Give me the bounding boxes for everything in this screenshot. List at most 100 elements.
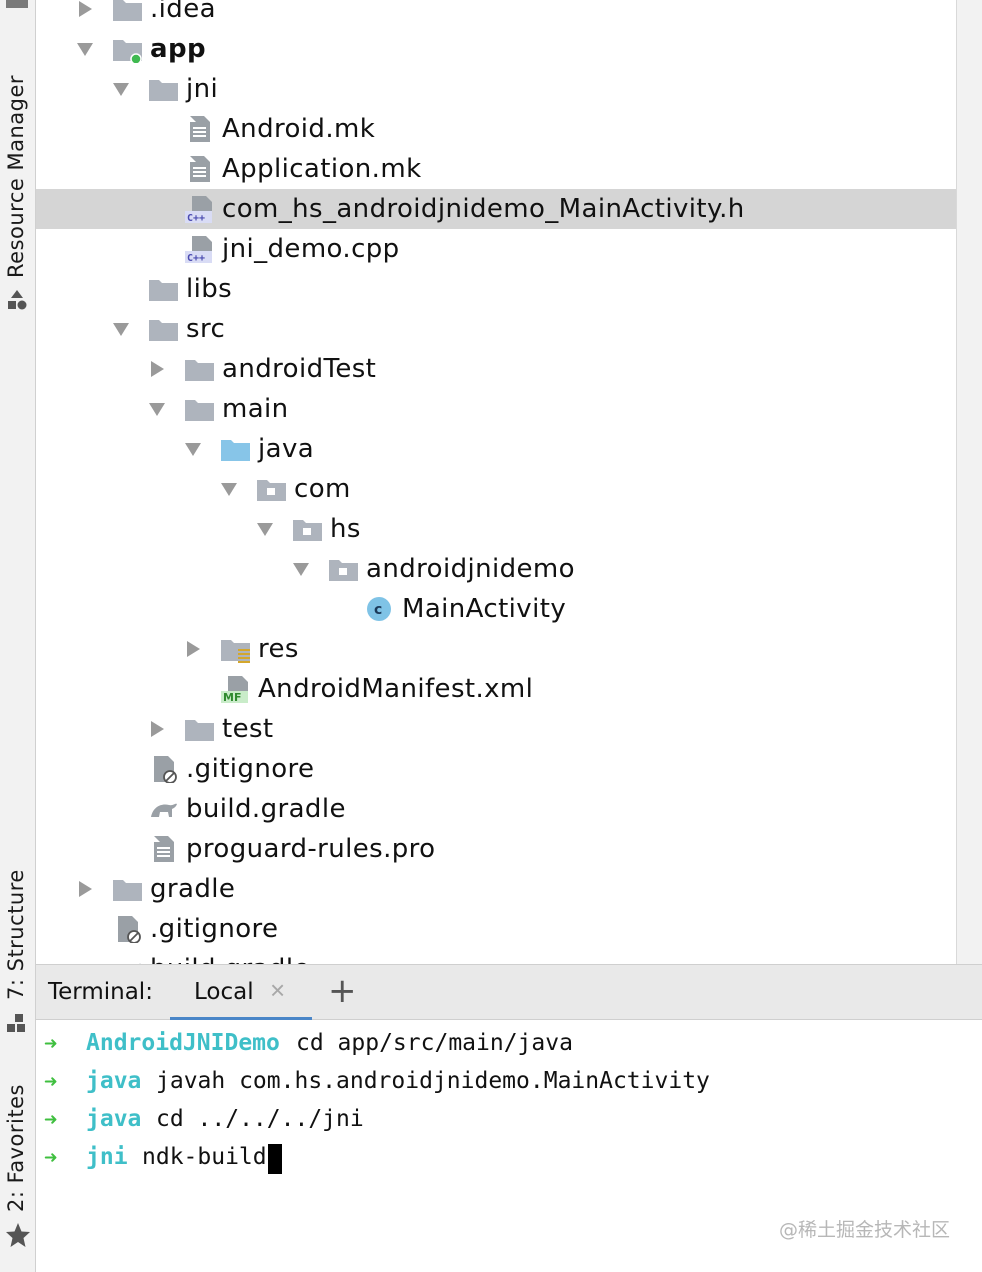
prompt-arrow-icon: ➜ <box>44 1108 58 1133</box>
chevron-down-icon[interactable] <box>184 440 202 458</box>
terminal-output[interactable]: ➜ AndroidJNIDemo cd app/src/main/java ➜ … <box>36 1020 982 1272</box>
chevron-right-icon[interactable] <box>76 0 94 18</box>
tree-row[interactable]: test <box>36 709 957 749</box>
package-icon <box>257 480 286 501</box>
tree-row[interactable]: res <box>36 629 957 669</box>
folder-icon <box>185 400 214 421</box>
tree-row[interactable]: jni <box>36 69 957 109</box>
tree-row-label: build.gradle <box>186 794 346 824</box>
text-file-icon <box>190 116 210 142</box>
tree-row[interactable]: src <box>36 309 957 349</box>
svg-text:c: c <box>374 602 382 618</box>
chevron-right-icon[interactable] <box>184 640 202 658</box>
prompt-directory: AndroidJNIDemo <box>86 1030 280 1056</box>
tree-row[interactable]: gradle <box>36 869 957 909</box>
tool-window-handle[interactable] <box>6 0 28 8</box>
chevron-down-icon[interactable] <box>220 480 238 498</box>
svg-text:C++: C++ <box>187 253 205 263</box>
prompt-directory: jni <box>86 1144 128 1170</box>
ignore-file-icon <box>154 756 177 783</box>
watermark: @稀土掘金技术社区 <box>778 1219 950 1241</box>
chevron-down-icon[interactable] <box>112 320 130 338</box>
tree-row-label: gradle <box>150 874 236 904</box>
prompt-directory: java <box>86 1106 142 1132</box>
resource-folder-icon <box>221 640 250 663</box>
tree-row[interactable]: androidjnidemo <box>36 549 957 589</box>
tree-row[interactable]: .gitignore <box>36 749 957 789</box>
tree-row[interactable]: build.gradle <box>36 789 957 829</box>
tree-row[interactable]: Application.mk <box>36 149 957 189</box>
manifest-icon: MF <box>221 676 248 703</box>
chevron-down-icon[interactable] <box>256 520 274 538</box>
text-file-icon <box>190 156 210 182</box>
tree-row-label: .idea <box>150 0 216 24</box>
tree-row-label: proguard-rules.pro <box>186 834 436 864</box>
chevron-down-icon[interactable] <box>148 400 166 418</box>
active-tab-indicator <box>170 1017 312 1022</box>
tree-row-label: src <box>186 314 226 344</box>
tree-row-label: com_hs_androidjnidemo_MainActivity.h <box>222 194 745 224</box>
chevron-right-icon[interactable] <box>148 360 166 378</box>
tree-row-label: libs <box>186 274 233 304</box>
package-icon <box>293 520 322 541</box>
tree-row-label: androidjnidemo <box>366 554 575 584</box>
prompt-arrow-icon: ➜ <box>44 1146 58 1171</box>
tab-local[interactable]: Local × <box>170 965 312 1022</box>
terminal-header: Terminal: Local × + <box>36 964 982 1022</box>
tree-row[interactable]: app <box>36 29 957 69</box>
tree-row[interactable]: .gitignore <box>36 909 957 949</box>
tree-row[interactable]: C++ com_hs_androidjnidemo_MainActivity.h <box>36 189 957 229</box>
tree-row-label: jni <box>186 74 219 104</box>
module-folder-icon <box>113 40 142 63</box>
folder-icon <box>149 80 178 101</box>
tree-row-label: androidTest <box>222 354 377 384</box>
folder-icon <box>149 280 178 301</box>
tree-row[interactable]: main <box>36 389 957 429</box>
terminal-line: ➜ java javah com.hs.androidjnidemo.MainA… <box>36 1068 710 1102</box>
tree-row[interactable]: java <box>36 429 957 469</box>
ignore-file-icon <box>118 916 141 943</box>
tree-scrollbar[interactable] <box>956 0 982 964</box>
folder-icon <box>113 880 142 901</box>
tree-row-label: java <box>258 434 315 464</box>
structure-tab[interactable]: 7: Structure <box>4 869 28 1000</box>
prompt-command: javah com.hs.androidjnidemo.MainActivity <box>156 1068 710 1094</box>
terminal-line: ➜ AndroidJNIDemo cd app/src/main/java <box>36 1030 573 1064</box>
tree-row[interactable]: build.gradle <box>36 949 957 964</box>
tree-row-label: AndroidManifest.xml <box>258 674 534 704</box>
text-cursor <box>268 1144 282 1174</box>
favorites-tab[interactable]: 2: Favorites <box>4 1084 28 1212</box>
tree-row[interactable]: .idea <box>36 0 957 29</box>
prompt-arrow-icon: ➜ <box>44 1070 58 1095</box>
chevron-right-icon[interactable] <box>76 880 94 898</box>
tree-row[interactable]: libs <box>36 269 957 309</box>
tree-row[interactable]: MF AndroidManifest.xml <box>36 669 957 709</box>
terminal-title: Terminal: <box>48 979 153 1005</box>
svg-text:MF: MF <box>223 691 241 703</box>
close-icon[interactable]: × <box>270 975 286 1005</box>
tree-row-label: Android.mk <box>222 114 376 144</box>
tree-row[interactable]: com <box>36 469 957 509</box>
svg-text:C++: C++ <box>187 213 205 223</box>
tree-row[interactable]: proguard-rules.pro <box>36 829 957 869</box>
chevron-down-icon[interactable] <box>292 560 310 578</box>
tree-row[interactable]: Android.mk <box>36 109 957 149</box>
tree-row-label: .gitignore <box>186 754 315 784</box>
chevron-right-icon[interactable] <box>148 720 166 738</box>
tree-row[interactable]: hs <box>36 509 957 549</box>
folder-icon <box>185 360 214 381</box>
package-icon <box>329 560 358 581</box>
resource-manager-tab[interactable]: Resource Manager <box>4 74 28 278</box>
folder-icon <box>149 320 178 341</box>
add-terminal-button[interactable]: + <box>328 971 357 1011</box>
left-tool-strip: Resource Manager 7: Structure 2: Favorit… <box>0 0 36 1272</box>
chevron-down-icon[interactable] <box>112 80 130 98</box>
folder-icon <box>185 720 214 741</box>
tree-row[interactable]: C++jni_demo.cpp <box>36 229 957 269</box>
star-icon <box>6 1223 30 1247</box>
tree-row-label: main <box>222 394 289 424</box>
tree-row[interactable]: androidTest <box>36 349 957 389</box>
chevron-down-icon[interactable] <box>76 40 94 58</box>
